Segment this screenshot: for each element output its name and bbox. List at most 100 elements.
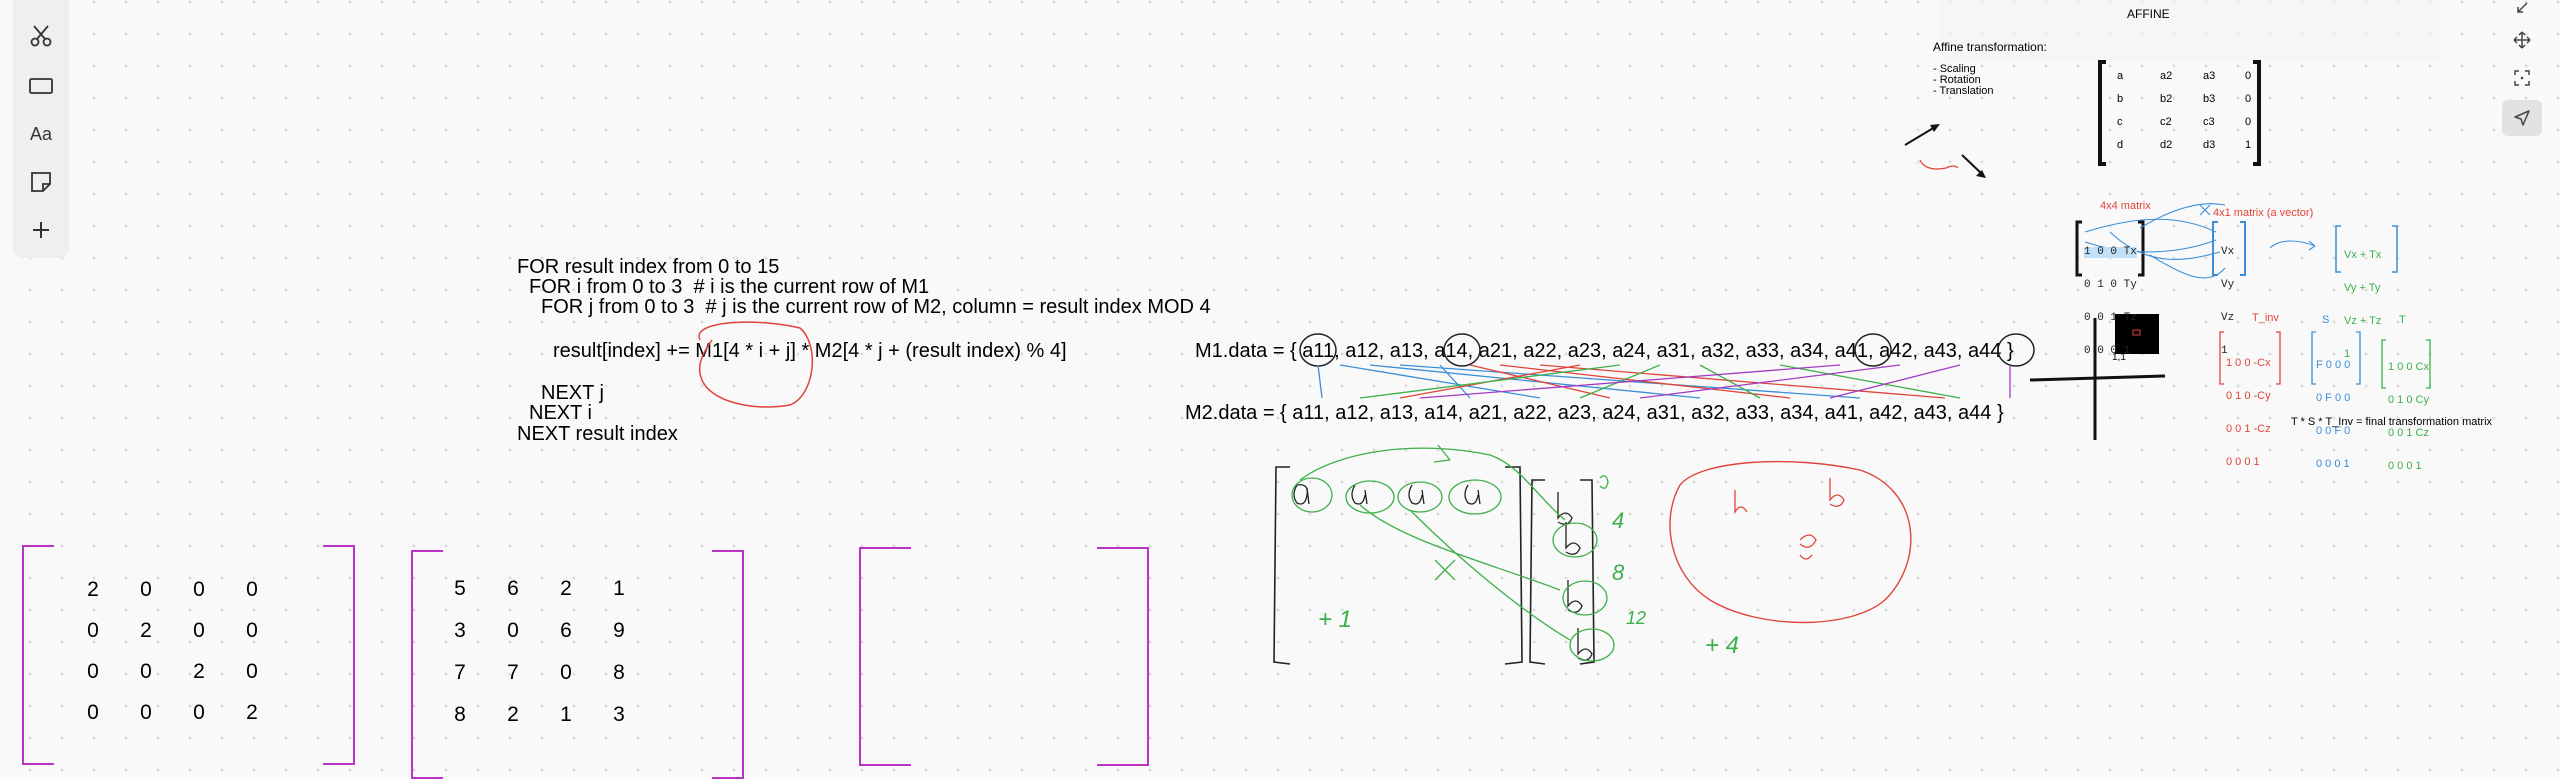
t-inv-row: 0 0 0 1 [2226, 456, 2260, 468]
pointer-icon[interactable] [2502, 100, 2542, 136]
result-row: 1 [2344, 348, 2351, 360]
s-row: 0 0 0 1 [2316, 458, 2350, 470]
transform-4x4: 1 0 0 Tx 0 1 0 Ty 0 0 1 Tz 0 0 0 1 [2084, 225, 2137, 368]
t-matrix: 1 0 0 Cx 0 1 0 Cy 0 0 1 Cz 0 0 0 1 [2388, 340, 2429, 483]
pseudocode-line-5: NEXT j [541, 382, 604, 404]
s-matrix: F 0 0 0 0 F 0 0 0 0 F 0 0 0 0 1 [2316, 338, 2350, 481]
transform-row: 0 0 1 Tz [2084, 312, 2137, 324]
pseudocode-line-4: result[index] += M1[4 * i + j] * M2[4 * … [553, 340, 1067, 362]
vector-row: Vy [2221, 279, 2235, 291]
affine-item-scaling: - Scaling [1933, 63, 1976, 75]
matrix2-cell: 3 [613, 703, 625, 726]
rectangle-icon[interactable] [23, 68, 59, 104]
plus-one-note: + 1 [1318, 606, 1353, 633]
result-row: Vz + Tz [2344, 315, 2382, 327]
matrix2-cell: 2 [560, 577, 572, 600]
matrix2-cell: 9 [613, 619, 625, 642]
pseudocode-line-3: FOR j from 0 to 3 # j is the current row… [541, 296, 1211, 318]
matrix2-cell: 1 [560, 703, 572, 726]
collapse-icon[interactable] [2502, 0, 2542, 26]
t-inv-row: 1 0 0 -Cx [2226, 357, 2271, 369]
t-row: 0 1 0 Cy [2388, 394, 2429, 406]
fit-to-screen-icon[interactable] [2502, 60, 2542, 96]
matrix1-cell: 0 [193, 701, 205, 724]
a14-circle [1443, 333, 1481, 367]
t-row: 0 0 0 1 [2388, 460, 2422, 472]
eight-note: 8 [1612, 560, 1625, 585]
matrix1-cell: 2 [140, 619, 152, 642]
affine-matrix-cell: 0 [2245, 116, 2252, 128]
s-row: F 0 0 0 [2316, 359, 2351, 371]
transform-row: 0 1 0 Ty [2084, 279, 2137, 291]
matrix1-cell: 0 [193, 578, 205, 601]
affine-matrix-cell: a2 [2160, 70, 2173, 82]
matrix2-right-bracket [712, 550, 744, 779]
transform-vector: Vx Vy Vz 1 [2221, 225, 2234, 368]
affine-matrix-cell: b2 [2160, 93, 2173, 105]
sticky-note-icon[interactable] [23, 164, 59, 200]
transform-row: 0 0 0 1 [2084, 345, 2131, 357]
matrix1-cell: 2 [246, 701, 258, 724]
affine-header: AFFINE [2127, 7, 2170, 21]
pseudocode-line-1: FOR result index from 0 to 15 [517, 256, 780, 278]
matrix1-cell: 0 [140, 660, 152, 683]
pseudocode-line-2: FOR i from 0 to 3 # i is the current row… [529, 276, 930, 298]
vector-row: Vz [2221, 312, 2235, 324]
matrix1-cell: 0 [140, 578, 152, 601]
affine-matrix-cell: c2 [2160, 116, 2172, 128]
result-matrix-right-bracket [1097, 547, 1149, 766]
affine-item-translation: - Translation [1933, 85, 1994, 97]
text-tool-label: Aa [29, 123, 53, 144]
affine-matrix-cell: c [2117, 116, 2123, 128]
a44-circle [1997, 333, 2035, 367]
label-4x4-matrix: 4x4 matrix [2100, 200, 2151, 212]
affine-matrix-cell: d2 [2160, 139, 2173, 151]
move-icon[interactable] [2502, 22, 2542, 58]
matrix2-cell: 6 [560, 619, 572, 642]
affine-matrix-cell: 0 [2245, 70, 2252, 82]
matrix2-cell: 6 [507, 577, 519, 600]
t-inv-row: 0 1 0 -Cy [2226, 390, 2271, 402]
matrix2-cell: 3 [454, 619, 466, 642]
label-t: T [2399, 314, 2406, 326]
matrix1-cell: 0 [246, 619, 258, 642]
a11-circle [1299, 333, 1337, 367]
transform-result: Vx + Tx Vy + Ty Vz + Tz 1 [2344, 228, 2381, 371]
s-row: 0 0 F 0 [2316, 425, 2351, 437]
affine-matrix-cell: b [2117, 93, 2124, 105]
a41-circle [1854, 333, 1892, 367]
pixel-coordinate-label: 1,1 [2112, 352, 2126, 363]
vector-row: 1 [2221, 345, 2228, 357]
matrix2-cell: 1 [613, 577, 625, 600]
matrix2-cell: 5 [454, 577, 466, 600]
matrix2-cell: 8 [454, 703, 466, 726]
final-transformation-caption: T * S * T_Inv = final transformation mat… [2291, 416, 2493, 428]
scissors-icon[interactable] [23, 18, 59, 54]
matrix2-cell: 0 [507, 619, 519, 642]
matrix1-cell: 0 [246, 660, 258, 683]
matrix1-left-bracket [22, 545, 54, 765]
matrix2-cell: 7 [507, 661, 519, 684]
add-icon[interactable] [23, 212, 59, 248]
result-row: Vx + Tx [2344, 249, 2382, 261]
s-row: 0 F 0 0 [2316, 392, 2351, 404]
plus-four-note: + 4 [1705, 632, 1740, 659]
affine-matrix-cell: d [2117, 139, 2124, 151]
pixel-square [2115, 314, 2159, 354]
pseudocode-line-7: NEXT result index [517, 423, 678, 445]
twelve-note: 12 [1626, 608, 1647, 628]
matrix1-cell: 2 [87, 578, 99, 601]
matrix1-cell: 0 [246, 578, 258, 601]
affine-matrix-cell: b3 [2203, 93, 2216, 105]
matrix1-cell: 0 [140, 701, 152, 724]
affine-matrix-cell: d3 [2203, 139, 2216, 151]
pseudocode-line-6: NEXT i [529, 402, 592, 424]
result-row: Vy + Ty [2344, 282, 2381, 294]
label-t-inv: T_inv [2252, 312, 2279, 324]
label-s: S [2322, 314, 2330, 326]
text-tool-icon[interactable]: Aa [23, 116, 59, 152]
matrix1-cell: 0 [87, 701, 99, 724]
left-toolbar: Aa [13, 0, 69, 258]
matrix1-cell: 0 [193, 619, 205, 642]
